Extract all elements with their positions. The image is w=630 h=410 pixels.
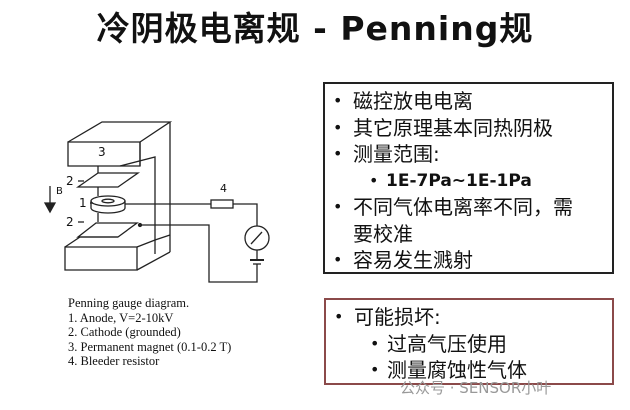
- cathode-plate-bottom: [76, 222, 139, 238]
- caption-item: 2. Cathode (grounded): [68, 325, 181, 339]
- cathode-plate-top: [75, 172, 141, 188]
- anode-ring: [90, 195, 126, 207]
- caption-heading: Penning gauge diagram.: [68, 296, 190, 310]
- caption-item: 1. Anode, V=2-10kV: [68, 310, 174, 325]
- item-text: 测量范围:: [353, 142, 440, 166]
- magnet-top-side: [67, 121, 173, 143]
- list-item: • 其它原理基本同热阴极: [325, 115, 612, 142]
- list-item: • 不同气体电离率不同，需: [325, 194, 612, 221]
- item-text: 不同气体电离率不同，需: [353, 195, 573, 219]
- item-text: 要校准: [353, 221, 413, 246]
- features-box: • 磁控放电电离 • 其它原理基本同热阴极 • 测量范围: • 1E-7Pa~1E-1P…: [323, 82, 614, 274]
- bullet-icon: •: [333, 117, 343, 137]
- bullet-icon: •: [333, 250, 343, 269]
- bullet-icon: •: [370, 360, 380, 379]
- magnet-base-front: [64, 246, 138, 271]
- caption-item: 3. Permanent magnet (0.1-0.2 T): [68, 339, 232, 354]
- bullet-icon: •: [333, 197, 343, 216]
- label-magnet: 3: [98, 145, 106, 159]
- bullet-icon: •: [334, 307, 344, 326]
- label-anode: 1: [79, 196, 87, 210]
- bullet-icon: •: [333, 144, 343, 163]
- label-cathode-bottom: 2: [66, 215, 74, 229]
- bleeder-resistor: [210, 199, 234, 209]
- field-arrow-icon: [43, 202, 57, 214]
- list-item: • 容易发生溅射: [325, 247, 612, 274]
- range-value: 1E-7Pa~1E-1Pa: [386, 170, 532, 191]
- label-field: B: [56, 186, 63, 197]
- penning-gauge-diagram: [43, 121, 270, 283]
- item-text: 可能损坏:: [354, 305, 441, 329]
- list-item: • 磁控放电电离: [325, 88, 612, 115]
- bullet-icon: •: [333, 91, 343, 110]
- label-cathode-top: 2: [66, 174, 74, 188]
- item-text: 容易发生溅射: [353, 248, 473, 272]
- item-text: 其它原理基本同热阴极: [353, 115, 553, 140]
- slide-title: 冷阴极电离规 - Penning规: [96, 9, 534, 48]
- diagram-caption: Penning gauge diagram. 1. Anode, V=2-10k…: [68, 296, 231, 369]
- item-text: 磁控放电电离: [353, 89, 473, 113]
- sub-list-item: • 过高气压使用: [326, 331, 612, 358]
- item-text: 过高气压使用: [387, 331, 507, 356]
- list-item: • 测量范围:: [325, 141, 612, 168]
- sub-list-item: • 测量腐蚀性气体: [326, 357, 612, 384]
- list-item-continued: 要校准: [325, 221, 612, 248]
- label-resistor: 4: [220, 182, 227, 195]
- sub-list-item: • 1E-7Pa~1E-1Pa: [325, 168, 612, 195]
- bullet-icon: •: [369, 170, 379, 190]
- damage-box: • 可能损坏: • 过高气压使用 • 测量腐蚀性气体: [324, 298, 614, 385]
- watermark: 公众号 · SENSOR小叶: [400, 379, 552, 397]
- item-text: 测量腐蚀性气体: [387, 358, 527, 382]
- list-item: • 可能损坏:: [326, 304, 612, 331]
- caption-item: 4. Bleeder resistor: [68, 354, 160, 368]
- bullet-icon: •: [370, 333, 380, 353]
